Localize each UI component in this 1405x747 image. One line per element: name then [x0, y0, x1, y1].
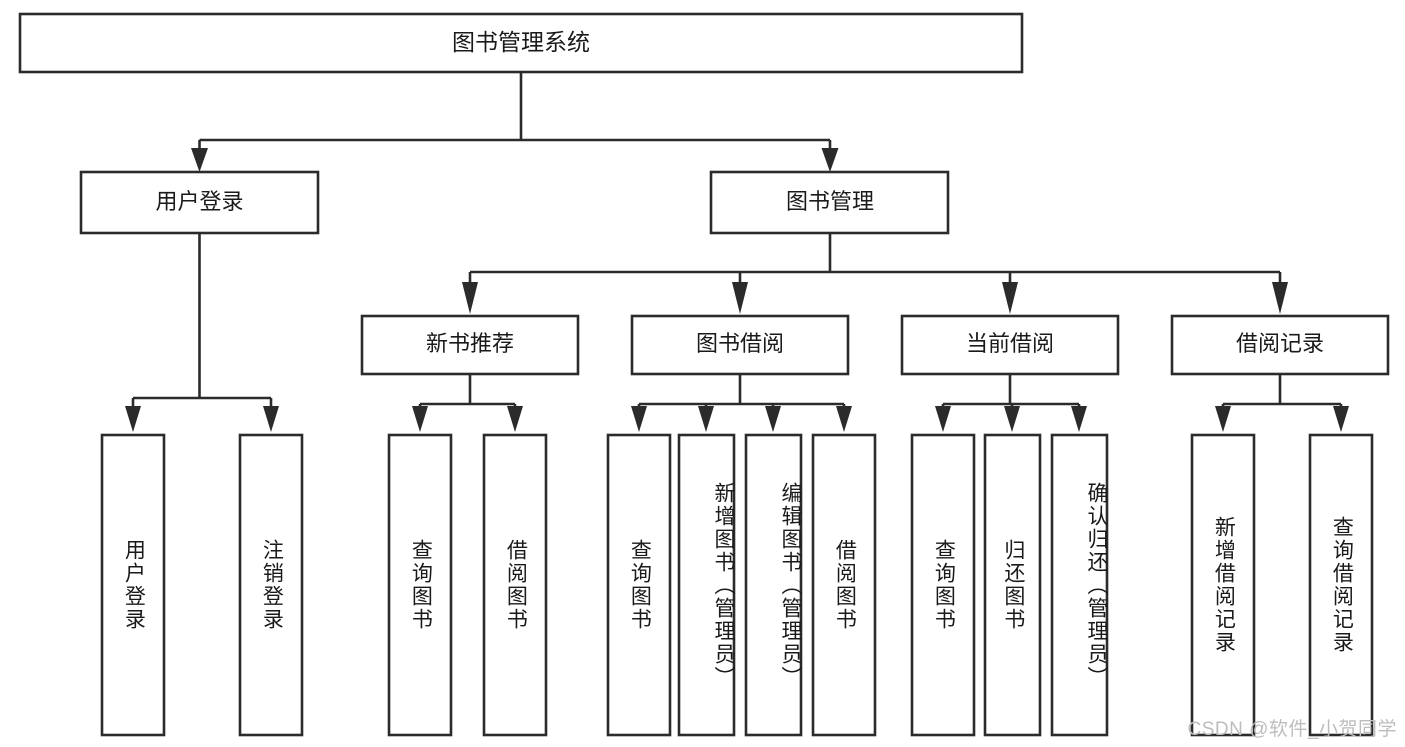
arrow-head-current-query-book — [935, 406, 951, 432]
node-book-management-box[interactable] — [709, 170, 950, 235]
node-new-book-recommend[interactable]: 新书推荐 — [360, 314, 580, 376]
arrow-head-record-add-record — [1215, 406, 1231, 432]
arrow-head-new-book-recommend — [462, 282, 478, 314]
node-leaf-current-return-book-box[interactable] — [983, 433, 1042, 737]
node-current-borrow-label: 当前借阅 — [966, 331, 1054, 356]
arrow-head-borrow-query-book — [631, 406, 647, 432]
node-root-box[interactable] — [18, 12, 1024, 74]
arrow-head-current-return-book — [1004, 406, 1020, 432]
node-leaf-record-add-record-box[interactable] — [1190, 433, 1256, 737]
arrow-head-user-login — [191, 148, 208, 172]
node-user-login-box[interactable] — [79, 170, 320, 235]
node-borrow-record-box[interactable] — [1170, 314, 1390, 376]
arrow-head-leaf-user-login — [125, 406, 141, 432]
arrow-head-record-query-record — [1333, 406, 1349, 432]
node-leaf-current-query-book-box[interactable] — [910, 433, 976, 737]
node-leaf-record-query-record-box[interactable] — [1308, 433, 1374, 737]
arrow-head-borrow-borrow-book — [836, 406, 852, 432]
node-leaf-borrow-add-book-box[interactable] — [677, 433, 736, 737]
arrow-head-leaf-user-logout — [263, 406, 279, 432]
node-book-management[interactable]: 图书管理 — [709, 170, 950, 235]
arrow-head-book-management — [821, 148, 839, 172]
node-leaf-recommend-query-book-box[interactable] — [387, 433, 453, 737]
arrow-head-borrow-add-book — [698, 406, 714, 432]
arrow-head-borrow-record — [1272, 282, 1288, 314]
node-leaf-user-logout-box[interactable] — [238, 433, 304, 737]
node-user-login[interactable]: 用户登录 — [79, 170, 320, 235]
node-leaf-borrow-query-book-box[interactable] — [606, 433, 672, 737]
connector-layer — [125, 72, 1349, 432]
node-leaf-recommend-borrow-book-box[interactable] — [482, 433, 548, 737]
arrow-head-recommend-query-book — [412, 406, 428, 432]
node-root-label: 图书管理系统 — [452, 29, 590, 55]
node-leaf-borrow-borrow-book-box[interactable] — [811, 433, 877, 737]
node-book-borrow-label: 图书借阅 — [696, 331, 784, 356]
node-leaf-user-login-box[interactable] — [100, 433, 166, 737]
node-book-borrow-box[interactable] — [630, 314, 850, 376]
node-borrow-record[interactable]: 借阅记录 — [1170, 314, 1390, 376]
arrow-head-current-borrow — [1002, 282, 1018, 314]
node-book-management-label: 图书管理 — [786, 189, 874, 214]
node-borrow-record-label: 借阅记录 — [1236, 331, 1324, 356]
arrow-head-book-borrow — [732, 282, 748, 314]
node-current-borrow[interactable]: 当前借阅 — [900, 314, 1120, 376]
node-new-book-recommend-box[interactable] — [360, 314, 580, 376]
node-user-login-label: 用户登录 — [155, 189, 243, 214]
csdn-watermark: CSDN @软件_小贺同学 — [1187, 719, 1397, 740]
node-root[interactable]: 图书管理系统 — [18, 12, 1024, 74]
node-new-book-recommend-label: 新书推荐 — [426, 331, 514, 356]
arrow-head-recommend-borrow-book — [507, 406, 523, 432]
node-leaf-borrow-edit-book-box[interactable] — [744, 433, 803, 737]
node-book-borrow[interactable]: 图书借阅 — [630, 314, 850, 376]
arrow-head-current-confirm-return — [1071, 406, 1087, 432]
node-leaf-current-confirm-return-box[interactable] — [1050, 433, 1109, 737]
node-current-borrow-box[interactable] — [900, 314, 1120, 376]
arrow-head-borrow-edit-book — [765, 406, 781, 432]
